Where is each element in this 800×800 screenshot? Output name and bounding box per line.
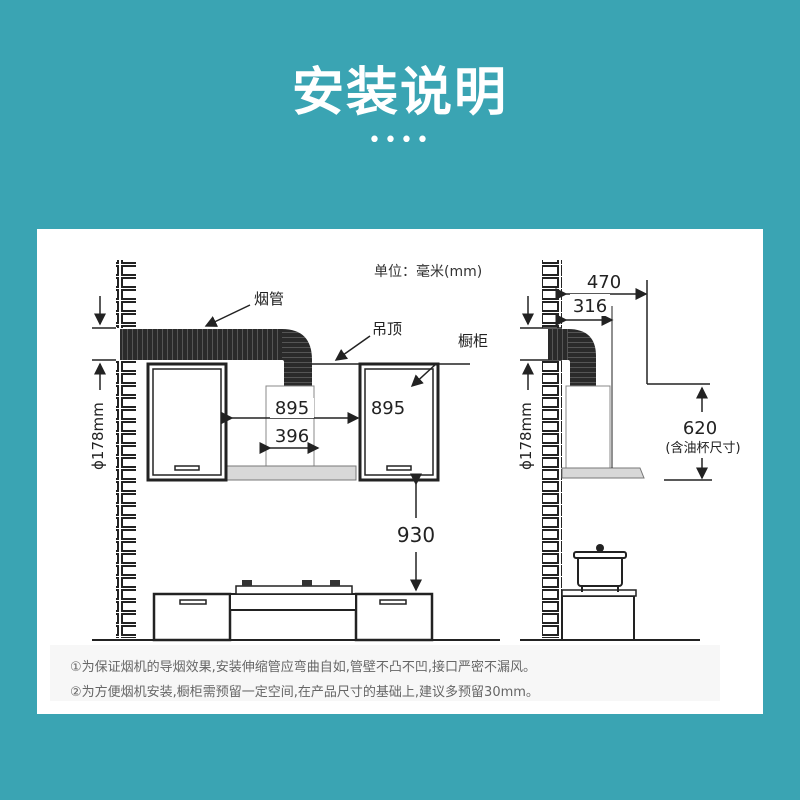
wall-cabinet-right (358, 362, 440, 482)
side-wall-upper (542, 260, 562, 328)
dim-cabinet-895-label: 895 (371, 398, 405, 419)
side-wall-lower (542, 360, 562, 638)
side-base-cabinet (561, 595, 635, 641)
dim-620-note: (含油杯尺寸) (665, 440, 740, 456)
dim-316-label: 316 (573, 296, 607, 317)
cooktop (235, 585, 353, 595)
hood-panel (225, 465, 357, 481)
front-view: 895 396 895 930 ϕ178mm 烟管 吊顶 橱柜 单位：毫米(mm… (89, 260, 500, 642)
label-ceiling: 吊顶 (372, 320, 402, 338)
dim-930-label: 930 (397, 523, 435, 547)
side-view: 470 316 620 (含油杯尺寸) ϕ178mm (517, 260, 741, 641)
installation-diagram-panel: 895 396 895 930 ϕ178mm 烟管 吊顶 橱柜 单位：毫米(mm… (37, 229, 763, 714)
pipe-elbow (282, 329, 312, 386)
base-cabinet-left (152, 592, 232, 642)
installation-diagram: 895 396 895 930 ϕ178mm 烟管 吊顶 橱柜 单位：毫米(mm… (89, 260, 741, 642)
wall-upper (116, 260, 136, 328)
note-1: ①为保证烟机的导烟效果,安装伸缩管应弯曲自如,管壁不凸不凹,接口严密不漏风。 (70, 660, 537, 675)
base-cabinet-right (354, 592, 434, 642)
dim-895-label: 895 (275, 398, 309, 419)
side-hood (561, 467, 645, 479)
wall-cabinet-left (146, 362, 228, 482)
dim-470-label: 470 (587, 272, 621, 293)
unit-label: 单位：毫米(mm) (374, 263, 482, 280)
dim-178-left-label: ϕ178mm (89, 402, 107, 470)
notes-box (50, 645, 720, 701)
dim-396-label: 396 (275, 426, 309, 447)
pipe-horizontal (120, 329, 282, 360)
side-chimney (565, 385, 611, 469)
dim-178-right-label: ϕ178mm (517, 402, 535, 470)
stove-counter (229, 593, 357, 611)
label-pipe: 烟管 (254, 290, 284, 308)
label-cabinet: 橱柜 (458, 332, 488, 350)
side-pot (577, 555, 623, 587)
title-dots-divider: •••• (368, 128, 432, 153)
note-2: ②为方便烟机安装,橱柜需预留一定空间,在产品尺寸的基础上,建议多预留30mm。 (70, 685, 539, 700)
page-title: 安装说明 (291, 63, 508, 123)
dim-620-label: 620 (683, 418, 717, 439)
wall-lower (116, 360, 136, 638)
side-pipe-elbow (568, 329, 596, 386)
